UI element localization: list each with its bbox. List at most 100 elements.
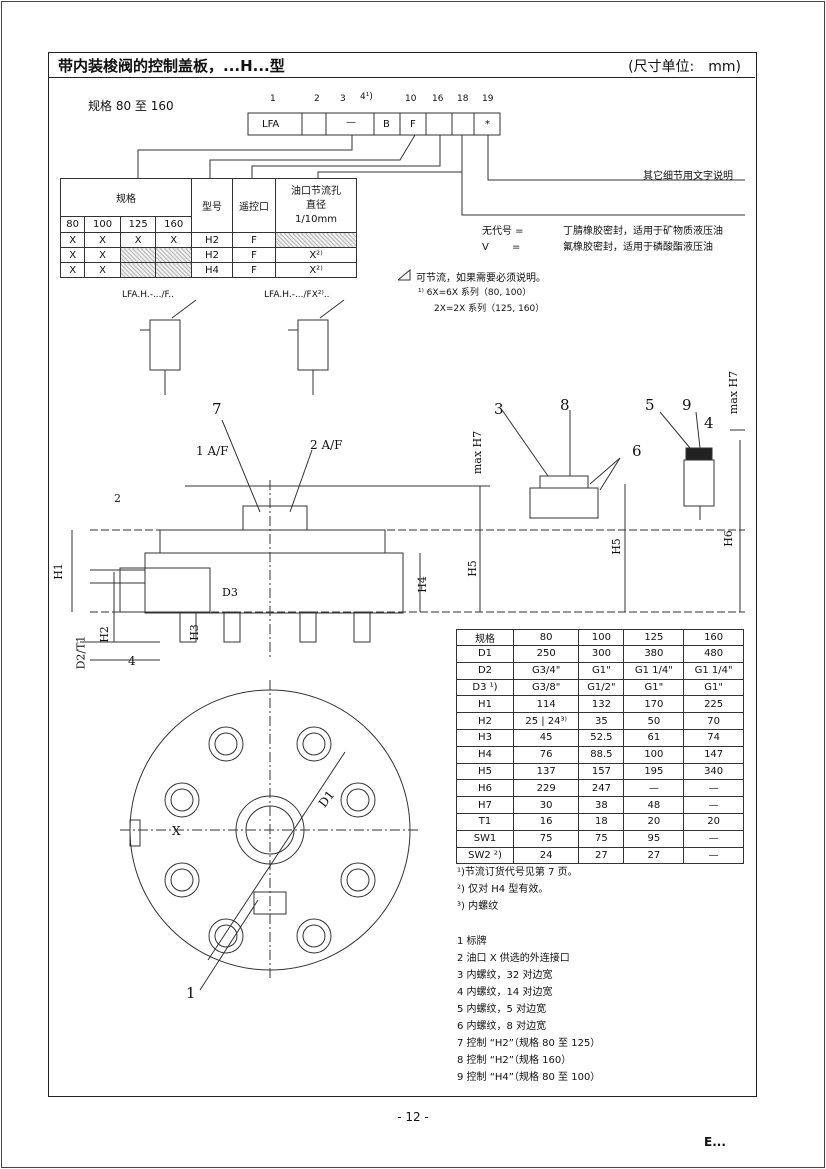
label-8: 8	[560, 396, 570, 414]
dims-header: 100	[578, 629, 625, 646]
label-2: 2	[114, 492, 121, 505]
dims-cell: 27	[578, 846, 625, 865]
dims-cell: 52.5	[578, 728, 625, 747]
dims-cell: 300	[578, 645, 625, 663]
dims-cell: 225	[683, 695, 744, 714]
footnote: ¹)节流订货代号见第 7 页。	[457, 867, 578, 878]
order-table: 规格 型号 遥控口 油口节流孔直径 1/10mm 80 100 125 160 …	[59, 178, 357, 278]
dims-cell: 24	[512, 846, 580, 865]
detail-note: 其它细节用文字说明	[643, 171, 733, 182]
dims-header: 160	[683, 629, 744, 646]
label-h6: H6	[721, 530, 735, 547]
label-h3: H3	[187, 624, 201, 641]
seal-code-1: 无代号 =	[482, 226, 524, 237]
symbol-caption-left: LFA.H.-.../F..	[122, 290, 175, 300]
seal-desc-2: 氟橡胶密封，适用于磷酸酯液压油	[563, 242, 713, 253]
label-h2: H2	[97, 626, 111, 643]
dims-cell: G3/8"	[512, 678, 580, 697]
dims-cell: 76	[512, 745, 580, 764]
dims-cell: 20	[623, 812, 685, 831]
order-h-model: 型号	[191, 178, 233, 233]
code-cell: F	[410, 119, 416, 130]
dims-cell: 480	[683, 645, 744, 663]
dims-cell: 30	[512, 796, 580, 814]
dims-cell: H5	[456, 762, 514, 781]
code-pos: 10	[405, 94, 417, 104]
code-cell: LFA	[262, 119, 280, 130]
label-h1: H1	[51, 563, 65, 580]
label-h5: H5	[465, 560, 479, 577]
parts-list: 1 标牌 2 油口 X 供选的外连接口 3 内螺纹，32 对边宽 4 内螺纹，1…	[457, 933, 600, 1086]
dims-cell: G1 1/4"	[623, 661, 685, 680]
order-cell	[155, 247, 192, 263]
series-note-1: ¹⁾ 6X=6X 系列（80, 100）	[418, 288, 532, 298]
order-cell	[119, 262, 157, 278]
part-item: 7 控制 “H2”（规格 80 至 125）	[457, 1038, 601, 1049]
dims-cell: D1	[456, 645, 514, 663]
label-d2t1: D2/T1	[74, 635, 88, 670]
dims-cell: H7	[456, 796, 514, 814]
seal-desc-1: 丁腈橡胶密封，适用于矿物质液压油	[563, 226, 723, 237]
orifice-title: 油口节流孔直径	[291, 185, 341, 211]
code-cell: *	[485, 119, 490, 130]
part-item: 3 内螺纹，32 对边宽	[457, 970, 553, 981]
part-item: 9 控制 “H4”（规格 80 至 100）	[457, 1072, 601, 1083]
dims-cell: 25 | 24³⁾	[512, 712, 580, 730]
order-cell: X	[59, 262, 86, 278]
dims-cell: 16	[512, 812, 580, 831]
dims-cell: 20	[683, 812, 744, 831]
order-model: H4	[191, 262, 233, 278]
order-remote: F	[232, 247, 276, 263]
order-orifice: X²⁾	[275, 247, 357, 263]
order-model: H2	[191, 247, 233, 263]
size-caption: 规格 80 至 160	[88, 99, 174, 113]
dims-cell: 27	[623, 846, 685, 865]
dims-cell: 157	[578, 762, 625, 781]
dims-cell: 35	[578, 712, 625, 730]
dims-cell: G1 1/4"	[683, 661, 744, 680]
order-cell: X	[59, 247, 86, 263]
dims-cell: —	[683, 779, 744, 798]
part-item: 1 标牌	[457, 936, 487, 947]
label-h5b: H5	[609, 538, 623, 555]
label-6: 6	[632, 442, 642, 460]
order-cell	[155, 262, 192, 278]
label-4: 4	[704, 414, 714, 432]
dims-cell: —	[623, 779, 685, 798]
label-h4: H4	[415, 576, 429, 593]
dims-cell: G3/4"	[512, 661, 580, 680]
part-item: 8 控制 “H2”（规格 160）	[457, 1055, 572, 1066]
dims-cell: G1/2"	[578, 678, 625, 697]
dims-cell: —	[683, 846, 744, 865]
dims-cell: 340	[683, 762, 744, 781]
label-2af: 2 A/F	[310, 438, 343, 452]
dims-cell: 247	[578, 779, 625, 798]
dims-cell: H6	[456, 779, 514, 798]
size-col: 125	[119, 216, 157, 233]
dims-cell: 229	[512, 779, 580, 798]
dims-cell: 137	[512, 762, 580, 781]
dims-cell: 18	[578, 812, 625, 831]
dims-cell: 114	[512, 695, 580, 714]
dims-cell: 38	[578, 796, 625, 814]
order-h-remote: 遥控口	[232, 178, 276, 233]
label-5: 5	[645, 396, 655, 414]
code-cell: —	[346, 117, 356, 128]
dims-header: 125	[623, 629, 685, 646]
part-item: 5 内螺纹，5 对边宽	[457, 1004, 547, 1015]
dims-cell: 70	[683, 712, 744, 730]
code-pos: 4¹)	[360, 92, 373, 102]
label-x: X	[172, 824, 181, 838]
dims-cell: H1	[456, 695, 514, 714]
dims-cell: G1"	[683, 678, 744, 697]
symbol-caption-right: LFA.H.-.../FX²⁾..	[264, 290, 330, 300]
label-3: 3	[494, 400, 504, 418]
order-cell: X	[84, 232, 121, 248]
